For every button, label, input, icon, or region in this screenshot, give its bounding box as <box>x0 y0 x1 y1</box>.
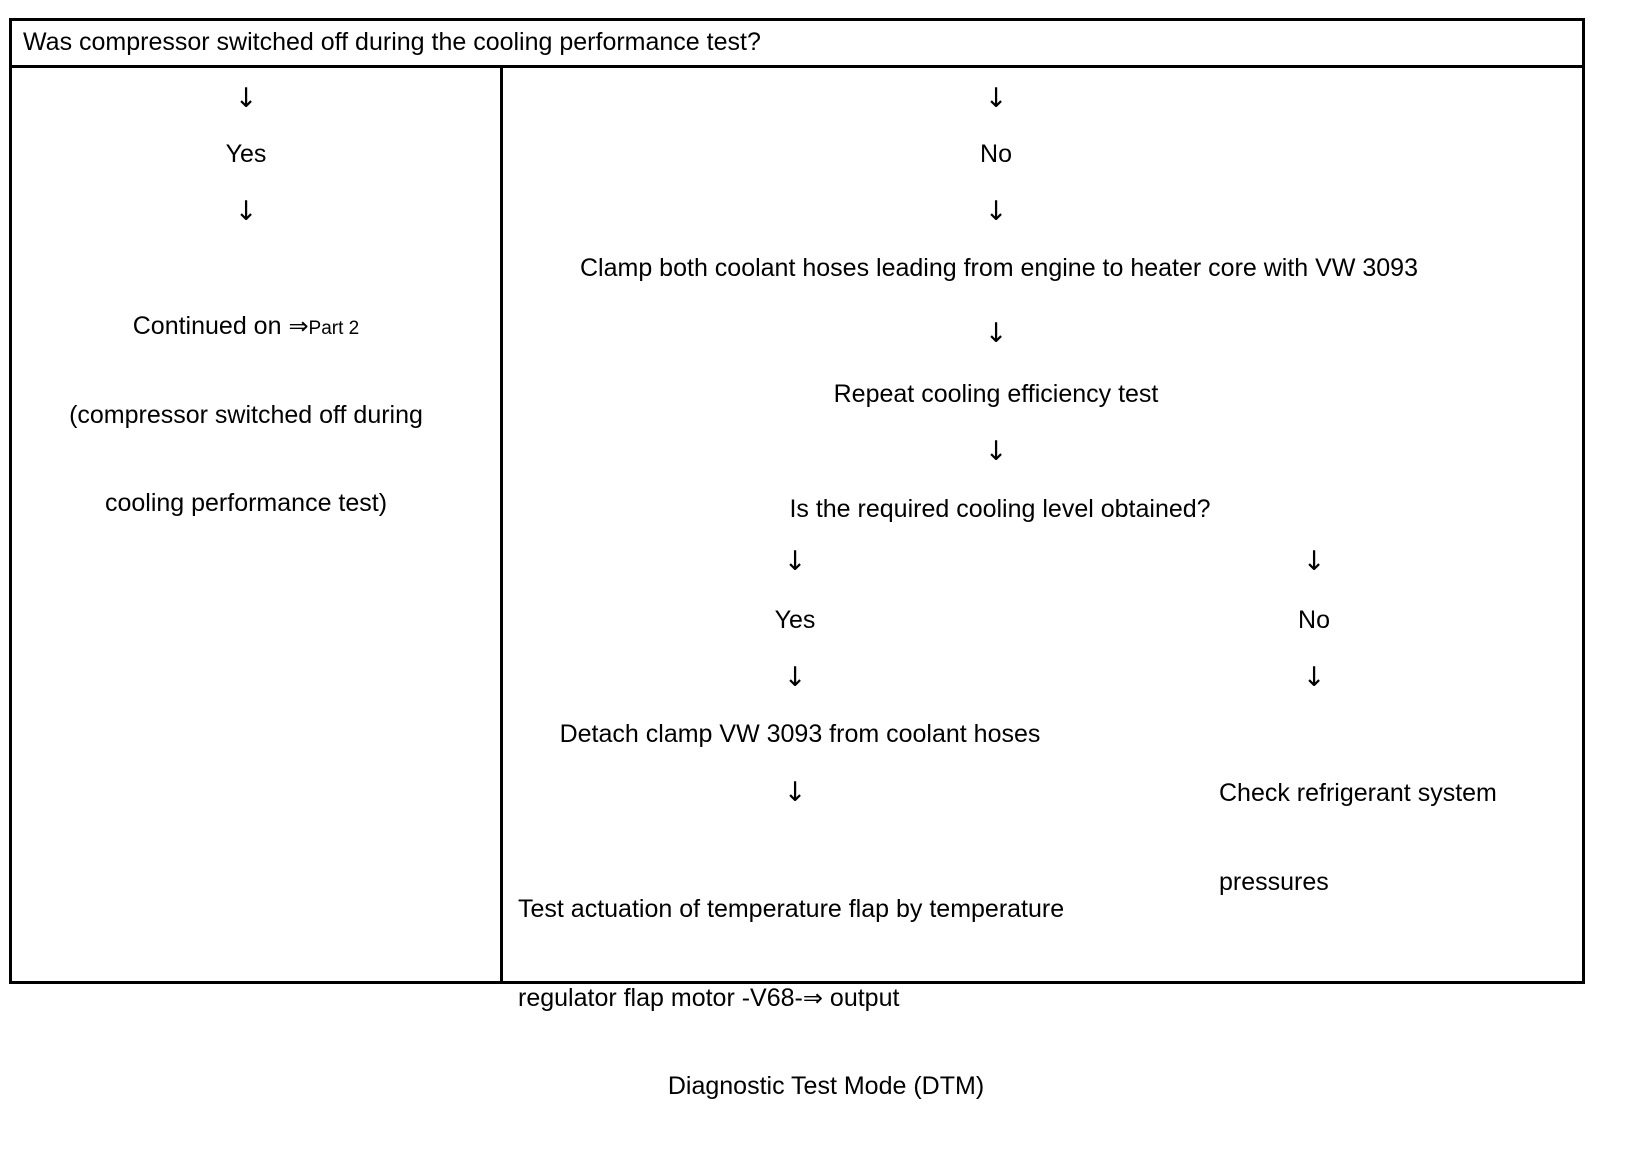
part-reference: Part 2 <box>308 318 360 339</box>
down-arrow-icon: ↓ <box>984 436 1008 467</box>
down-arrow-icon: ↓ <box>984 318 1008 349</box>
no-result-line2: pressures <box>1219 867 1329 896</box>
decision-no-label: No <box>1298 606 1330 634</box>
final-step-line1: Test actuation of temperature flap by te… <box>518 895 1065 923</box>
left-branch-result-line3: cooling performance test) <box>104 489 388 517</box>
down-arrow-icon: ↓ <box>1302 662 1326 693</box>
left-branch-yes-label: Yes <box>225 140 267 168</box>
flowchart-frame: Was compressor switched off during the c… <box>9 18 1585 1100</box>
final-step-line2: regulator flap motor -V68-⇒ output <box>506 984 1146 1014</box>
left-branch-result: Continued on ⇒Part 2 (compressor switche… <box>36 253 456 578</box>
down-arrow-icon: ↓ <box>783 546 807 577</box>
flowchart-body: ↓ Yes ↓ Continued on ⇒Part 2 (compressor… <box>12 68 1582 1100</box>
down-arrow-icon: ↓ <box>984 83 1008 114</box>
flowchart-header-row: Was compressor switched off during the c… <box>12 21 1582 68</box>
final-step-line2-text: regulator flap motor -V68- <box>518 983 803 1012</box>
down-arrow-icon: ↓ <box>984 196 1008 227</box>
decision-cooling-level: Is the required cooling level obtained? <box>789 495 1211 523</box>
implies-arrow-icon: ⇒ <box>802 983 823 1012</box>
left-branch-column: ↓ Yes ↓ Continued on ⇒Part 2 (compressor… <box>12 68 503 981</box>
down-arrow-icon: ↓ <box>1302 546 1326 577</box>
left-branch-result-line2: (compressor switched off during <box>69 400 423 429</box>
down-arrow-icon: ↓ <box>234 83 258 114</box>
no-result-line1: Check refrigerant system <box>1219 779 1497 807</box>
step-repeat-test: Repeat cooling efficiency test <box>833 380 1159 408</box>
down-arrow-icon: ↓ <box>783 662 807 693</box>
decision-yes-label: Yes <box>774 606 816 634</box>
continued-on-text: Continued on <box>132 312 289 340</box>
yes-result-detach-clamp: Detach clamp VW 3093 from coolant hoses <box>559 720 1041 748</box>
final-step-output-text: output <box>822 983 900 1012</box>
right-branch-no-label: No <box>980 140 1012 168</box>
final-step-line3: Diagnostic Test Mode (DTM) <box>667 1072 985 1100</box>
final-step-test-actuation: Test actuation of temperature flap by te… <box>506 836 1146 1161</box>
left-branch-result-line1: Continued on ⇒Part 2 <box>36 312 456 342</box>
down-arrow-icon: ↓ <box>783 777 807 808</box>
no-result-check-pressures: Check refrigerant system pressures <box>1219 720 1549 956</box>
implies-arrow-icon: ⇒ <box>288 312 309 340</box>
root-question: Was compressor switched off during the c… <box>23 28 761 57</box>
right-branch-column: ↓ No ↓ Clamp both coolant hoses leading … <box>503 68 1582 1100</box>
down-arrow-icon: ↓ <box>234 196 258 227</box>
step-clamp-hoses: Clamp both coolant hoses leading from en… <box>580 254 1418 282</box>
flowchart-page: Was compressor switched off during the c… <box>9 18 1585 1100</box>
